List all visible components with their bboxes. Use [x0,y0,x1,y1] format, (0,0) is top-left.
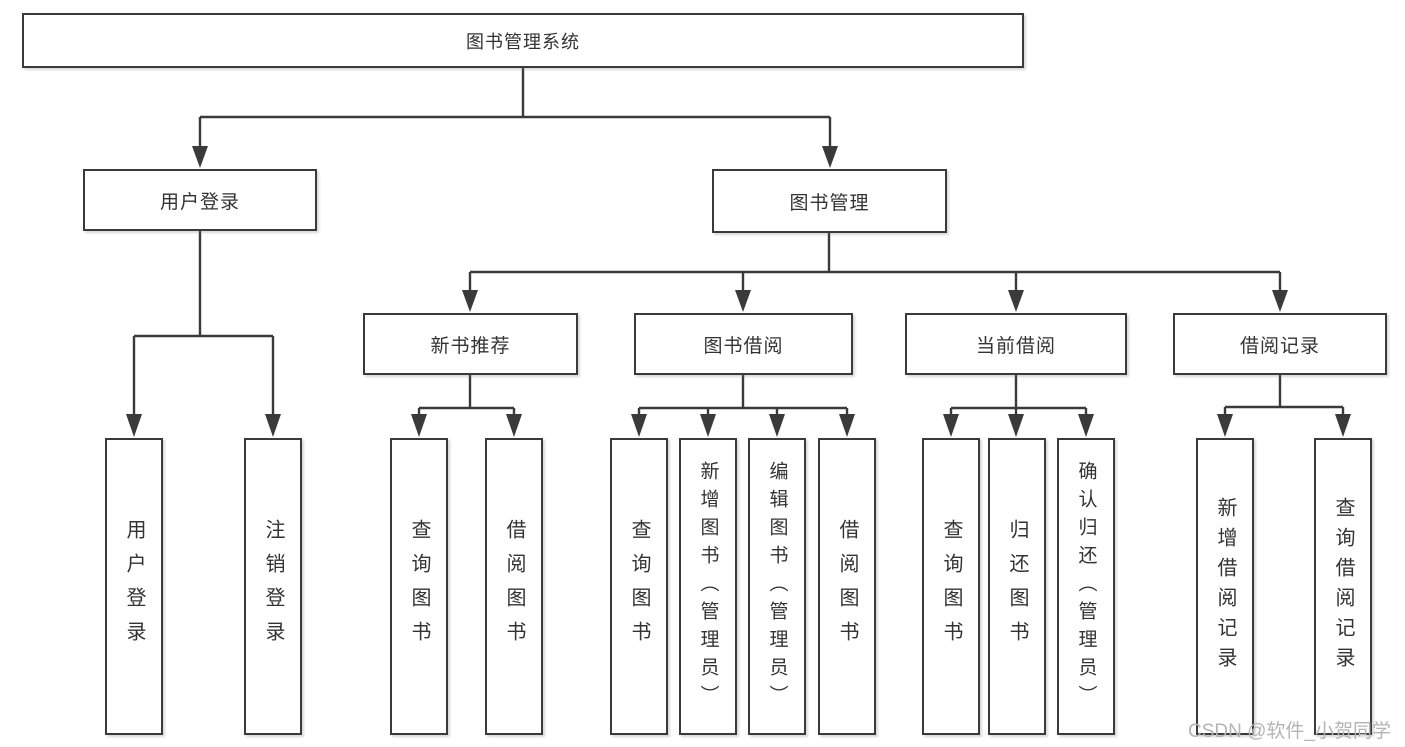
leaf-edit-book-admin: 编辑图书（管理员） [748,438,806,735]
leaf-label: 新增图书（管理员） [697,460,719,713]
node-current-borrowing: 当前借阅 [905,313,1127,375]
leaf-label: 查询图书 [408,518,430,655]
connector-current-borrowing-children [943,375,1094,437]
leaf-label: 归还图书 [1006,518,1028,655]
node-user-login: 用户登录 [83,169,317,231]
node-label: 图书借阅 [703,335,784,357]
connector-root-to-level2 [192,68,838,168]
node-label: 图书管理系统 [466,31,580,52]
leaf-label: 查询借阅记录 [1332,496,1354,677]
leaf-user-login: 用户登录 [105,438,163,735]
leaf-add-borrow-record: 新增借阅记录 [1196,438,1254,735]
leaf-query-books-borrowing: 查询图书 [610,438,668,735]
leaf-label: 确认归还（管理员） [1075,460,1097,713]
node-book-management: 图书管理 [712,169,947,233]
leaf-label: 注销登录 [262,518,284,655]
leaf-borrow-books-borrowing: 借阅图书 [818,438,876,735]
leaf-logout: 注销登录 [244,438,302,735]
leaf-add-book-admin: 新增图书（管理员） [679,438,737,735]
csdn-watermark: CSDN @软件_小贺同学 [1188,721,1391,742]
node-library-management-system: 图书管理系统 [22,13,1024,68]
connector-book-borrowing-children [631,375,855,437]
connector-borrowing-records-children [1217,375,1351,437]
leaf-label: 查询图书 [628,518,650,655]
leaf-query-books-recommend: 查询图书 [390,438,448,735]
node-label: 用户登录 [159,191,240,213]
node-borrowing-records: 借阅记录 [1173,313,1387,375]
leaf-confirm-return-admin: 确认归还（管理员） [1057,438,1115,735]
leaf-label: 借阅图书 [503,518,525,655]
leaf-query-books-current: 查询图书 [922,438,980,735]
leaf-label: 查询图书 [940,518,962,655]
node-label: 借阅记录 [1239,335,1320,357]
leaf-query-borrow-record: 查询借阅记录 [1314,438,1372,735]
leaf-borrow-books-recommend: 借阅图书 [485,438,543,735]
connector-new-book-recommendation-children [411,375,522,437]
leaf-label: 新增借阅记录 [1214,496,1236,677]
connector-user-login-children [126,231,281,437]
leaf-label: 借阅图书 [836,518,858,655]
node-label: 新书推荐 [430,335,511,357]
node-book-borrowing: 图书借阅 [634,313,853,375]
connector-book-management-children [462,233,1288,312]
leaf-return-books: 归还图书 [988,438,1046,735]
node-new-book-recommendation: 新书推荐 [363,313,578,375]
leaf-label: 用户登录 [123,518,145,655]
node-label: 当前借阅 [975,335,1056,357]
leaf-label: 编辑图书（管理员） [766,460,788,713]
node-label: 图书管理 [789,192,870,214]
